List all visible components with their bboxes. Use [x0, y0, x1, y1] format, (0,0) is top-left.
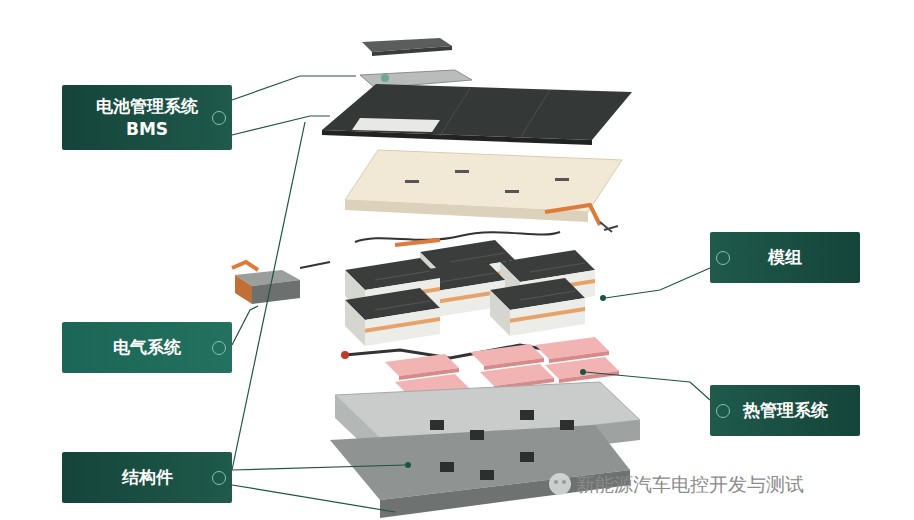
- watermark-icon: [562, 480, 566, 484]
- busbar: [545, 205, 600, 225]
- electrical-box: [252, 280, 300, 304]
- pack-lid: [322, 84, 632, 140]
- tray-cell: [480, 470, 494, 480]
- slot: [405, 180, 419, 183]
- electrical-box: [235, 275, 252, 304]
- watermark-icon: [549, 473, 571, 495]
- lid-seam: [440, 88, 470, 136]
- callout-text: 电气系统: [113, 336, 181, 359]
- tray-cell: [560, 420, 574, 430]
- callout-text: 电池管理系统 BMS: [92, 95, 202, 141]
- tray-cell: [430, 420, 444, 430]
- pipe-connector: [341, 351, 349, 359]
- ring-icon: [212, 341, 226, 355]
- bms-part: [381, 74, 389, 82]
- slot: [505, 190, 519, 193]
- bms-label-box: 电池管理系统 BMS: [62, 85, 232, 150]
- busbar: [395, 240, 440, 245]
- top-cover-side: [372, 46, 452, 56]
- module-label-box: 模组: [710, 232, 860, 283]
- pack-lid-edge: [322, 130, 592, 145]
- thermal-label-box: 热管理系统: [710, 385, 860, 436]
- watermark-text: 新能源汽车电控开发与测试: [576, 472, 804, 498]
- watermark-icon: [554, 480, 558, 484]
- callout-text: 结构件: [122, 466, 173, 489]
- busbar: [232, 262, 258, 270]
- leader-dot: [600, 295, 606, 301]
- lid-cutout: [352, 118, 440, 132]
- tray-cell: [470, 430, 484, 440]
- wire: [300, 262, 330, 268]
- ring-icon: [212, 471, 226, 485]
- tray-cell: [520, 410, 534, 420]
- ring-icon: [212, 111, 226, 125]
- lid-seam: [520, 90, 550, 138]
- structure-label-box: 结构件: [62, 452, 232, 503]
- tray-cell: [440, 462, 454, 472]
- wire: [600, 222, 618, 232]
- callout-text: 模组: [768, 246, 802, 269]
- callout-text: 热管理系统: [743, 399, 828, 422]
- ring-icon: [716, 251, 730, 265]
- slot: [555, 178, 569, 181]
- tray-cell: [520, 452, 534, 462]
- leader-dot: [405, 462, 411, 468]
- electrical-label-box: 电气系统: [62, 322, 232, 373]
- slot: [455, 170, 469, 173]
- wire-harness: [355, 232, 560, 242]
- leader-dot: [580, 369, 586, 375]
- leader-lines: [232, 76, 710, 512]
- ring-icon: [716, 404, 730, 418]
